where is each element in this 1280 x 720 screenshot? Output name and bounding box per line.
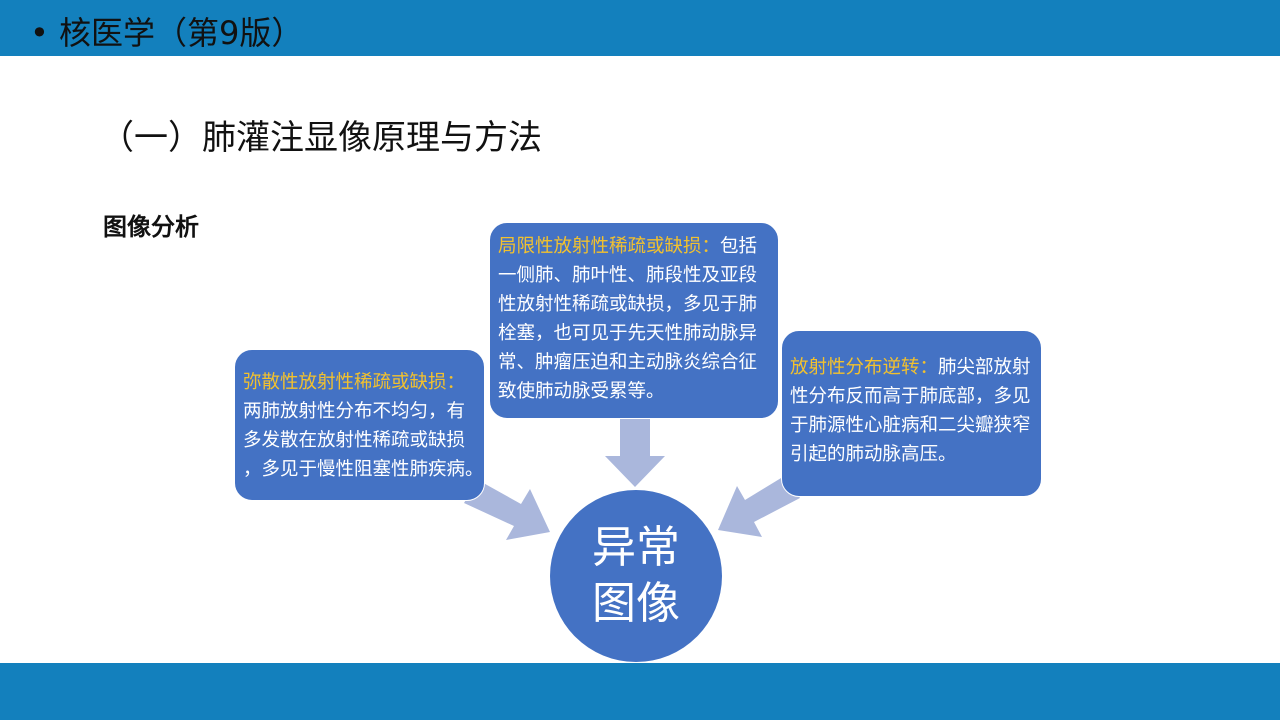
- distribution-reversal-box: 放射性分布逆转：肺尖部放射 性分布反而高于肺底部，多见 于肺源性心脏病和二尖瓣狭…: [781, 330, 1042, 497]
- header-bar: • 核医学（第9版）: [0, 0, 1280, 56]
- abnormal-image-circle: 异常 图像: [550, 490, 722, 662]
- box-line: 两肺放射性分布不均匀，有: [243, 401, 466, 422]
- circle-line-2: 图像: [592, 578, 680, 629]
- left-arrow: [464, 480, 550, 540]
- box-line: 性放射性稀疏或缺损，多见于肺: [498, 294, 758, 315]
- down-arrow: [605, 419, 665, 487]
- diffuse-defect-box: 弥散性放射性稀疏或缺损： 两肺放射性分布不均匀，有 多发散在放射性稀疏或缺损 ，…: [234, 349, 485, 501]
- box-line: 一侧肺、肺叶性、肺段性及亚段: [498, 265, 758, 286]
- right-arrow: [718, 475, 800, 537]
- box-line: 栓塞，也可见于先天性肺动脉异: [498, 323, 758, 344]
- box-line: 肺尖部放射: [938, 357, 1031, 378]
- box-line: 包括: [720, 236, 758, 257]
- slide-title: （一）肺灌注显像原理与方法: [100, 118, 542, 158]
- box-line: 常、肿瘤压迫和主动脉炎综合征: [498, 352, 758, 373]
- box-line: ，多见于慢性阻塞性肺疾病。: [243, 459, 484, 480]
- box-line: 引起的肺动脉高压。: [790, 444, 957, 465]
- localized-defect-box: 局限性放射性稀疏或缺损：包括 一侧肺、肺叶性、肺段性及亚段 性放射性稀疏或缺损，…: [489, 222, 779, 419]
- box-line: 致使肺动脉受累等。: [498, 381, 665, 402]
- footer-bar: [0, 663, 1280, 720]
- box-line: 于肺源性心脏病和二尖瓣狭窄: [790, 415, 1031, 436]
- slide-subtitle: 图像分析: [103, 213, 199, 241]
- box-heading: 局限性放射性稀疏或缺损：: [498, 236, 721, 257]
- box-line: 多发散在放射性稀疏或缺损: [243, 430, 466, 451]
- box-line: 性分布反而高于肺底部，多见: [790, 386, 1031, 407]
- box-heading: 弥散性放射性稀疏或缺损：: [243, 372, 466, 393]
- header-title: • 核医学（第9版）: [30, 14, 304, 52]
- circle-line-1: 异常: [592, 522, 680, 573]
- box-heading: 放射性分布逆转：: [790, 357, 939, 378]
